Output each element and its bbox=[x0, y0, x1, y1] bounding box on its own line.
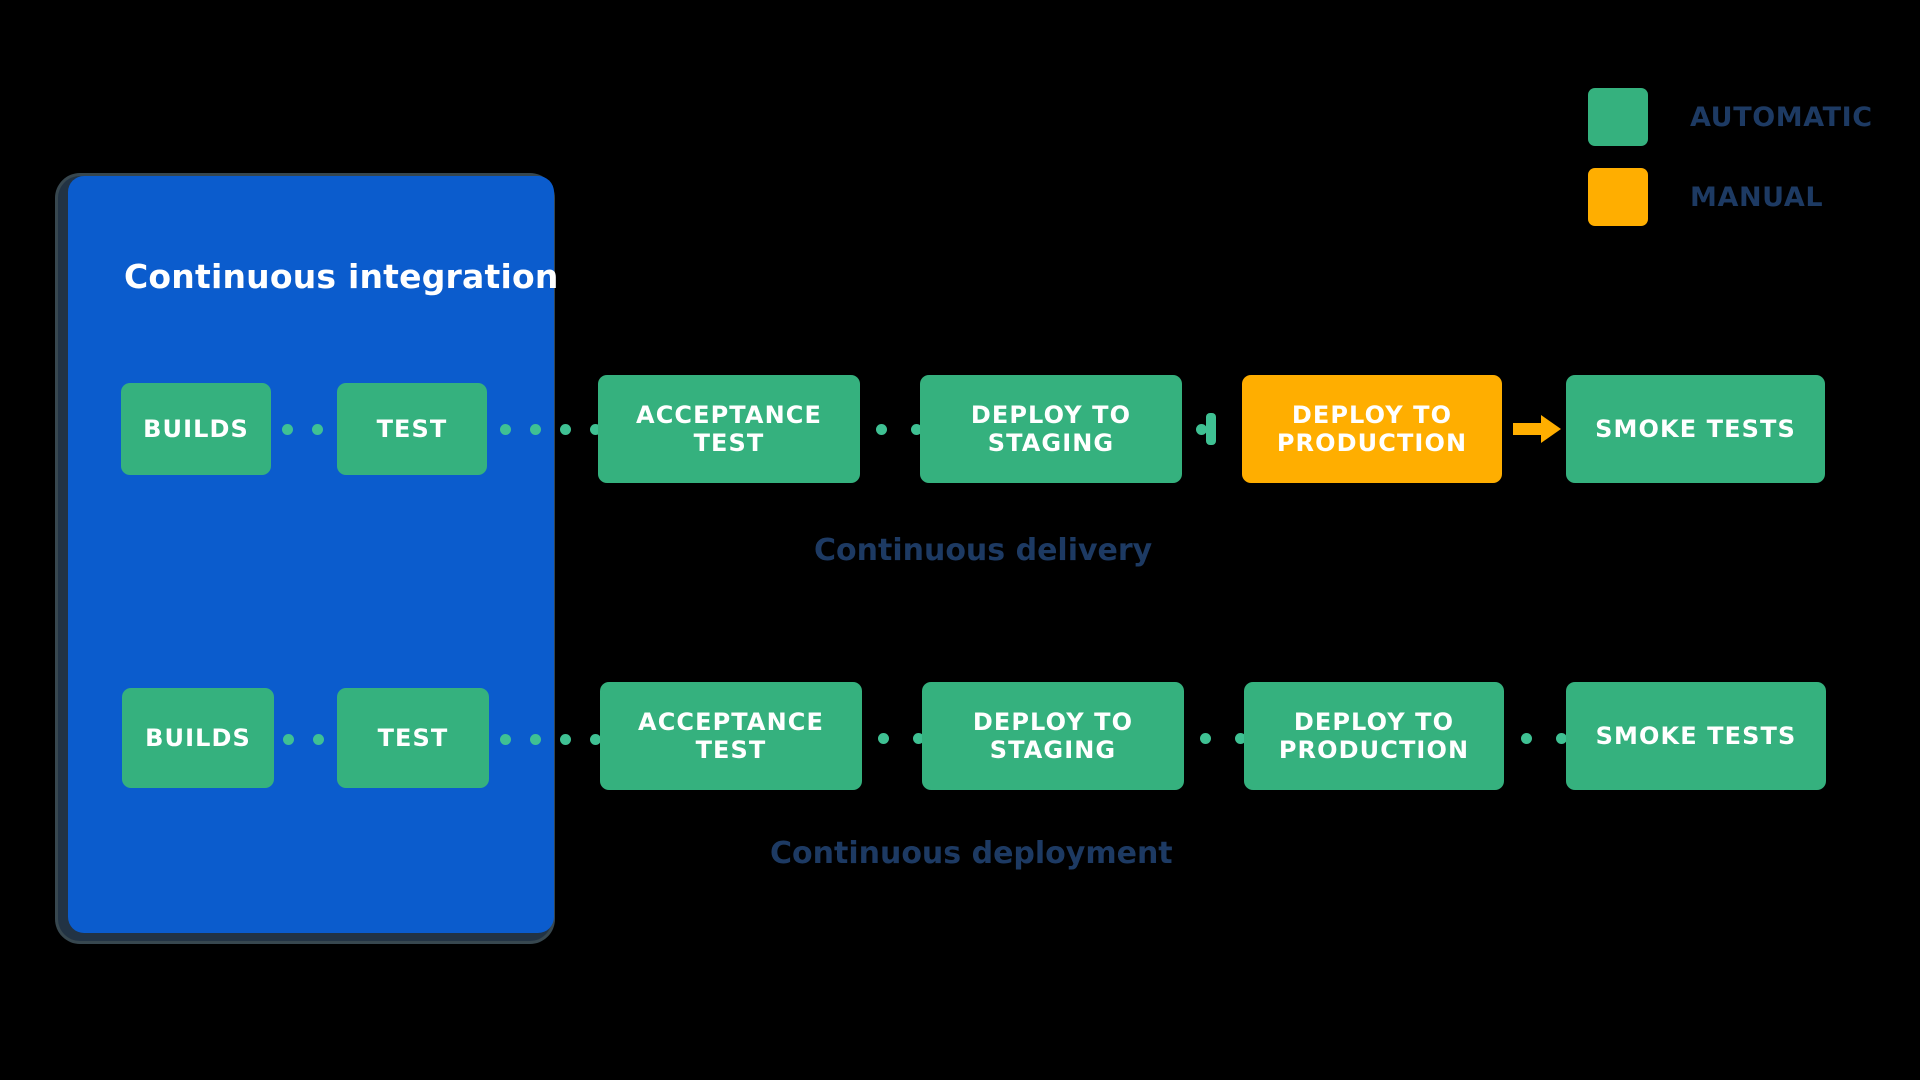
dot bbox=[500, 423, 511, 435]
stage-smoke-tests-deployment[interactable]: SMOKE TESTS bbox=[1566, 682, 1826, 790]
legend-label-manual: MANUAL bbox=[1690, 181, 1824, 213]
stage-test-deployment[interactable]: TEST bbox=[337, 688, 489, 788]
stage-deploy-to-production-deployment[interactable]: DEPLOY TO PRODUCTION bbox=[1244, 682, 1504, 790]
dot bbox=[560, 423, 571, 435]
manual-gate-bar-icon bbox=[1206, 413, 1216, 445]
dot bbox=[913, 732, 924, 744]
dot bbox=[911, 423, 922, 435]
dot bbox=[1196, 423, 1207, 435]
arrow-right-icon bbox=[1513, 415, 1561, 443]
dot bbox=[1235, 732, 1246, 744]
dot bbox=[283, 733, 294, 745]
dot bbox=[560, 733, 571, 745]
flow-caption-continuous-deployment: Continuous deployment bbox=[770, 836, 1173, 871]
legend-label-automatic: AUTOMATIC bbox=[1690, 101, 1873, 133]
arrow-shaft bbox=[1513, 423, 1541, 435]
flow-caption-continuous-delivery: Continuous delivery bbox=[814, 533, 1153, 568]
legend-item-manual: MANUAL bbox=[1588, 168, 1873, 226]
stage-test-delivery[interactable]: TEST bbox=[337, 383, 487, 475]
stage-builds-deployment[interactable]: BUILDS bbox=[122, 688, 274, 788]
dot bbox=[500, 733, 511, 745]
legend-item-automatic: AUTOMATIC bbox=[1588, 88, 1873, 146]
dot bbox=[313, 733, 324, 745]
stage-acceptance-test-deployment[interactable]: ACCEPTANCE TEST bbox=[600, 682, 862, 790]
dot bbox=[530, 423, 541, 435]
dot bbox=[590, 733, 601, 745]
green-square-swatch-icon bbox=[1588, 88, 1648, 146]
dot bbox=[312, 423, 323, 435]
stage-deploy-to-staging-deployment[interactable]: DEPLOY TO STAGING bbox=[922, 682, 1184, 790]
stage-smoke-tests-delivery[interactable]: SMOKE TESTS bbox=[1566, 375, 1825, 483]
dot bbox=[1200, 732, 1211, 744]
stage-builds-delivery[interactable]: BUILDS bbox=[121, 383, 271, 475]
dot bbox=[1521, 732, 1532, 744]
connector-gate-dot-delivery bbox=[1196, 423, 1207, 435]
arrow-head bbox=[1541, 415, 1561, 443]
dot bbox=[530, 733, 541, 745]
orange-square-swatch-icon bbox=[1588, 168, 1648, 226]
dot bbox=[876, 423, 887, 435]
legend: AUTOMATIC MANUAL bbox=[1588, 88, 1873, 248]
dot bbox=[590, 423, 601, 435]
continuous-integration-panel bbox=[68, 176, 554, 933]
dot bbox=[878, 732, 889, 744]
stage-deploy-to-production-delivery[interactable]: DEPLOY TO PRODUCTION bbox=[1242, 375, 1502, 483]
dot bbox=[282, 423, 293, 435]
stage-deploy-to-staging-delivery[interactable]: DEPLOY TO STAGING bbox=[920, 375, 1182, 483]
dot bbox=[1556, 732, 1567, 744]
stage-acceptance-test-delivery[interactable]: ACCEPTANCE TEST bbox=[598, 375, 860, 483]
page-title: Continuous integration bbox=[124, 257, 559, 296]
